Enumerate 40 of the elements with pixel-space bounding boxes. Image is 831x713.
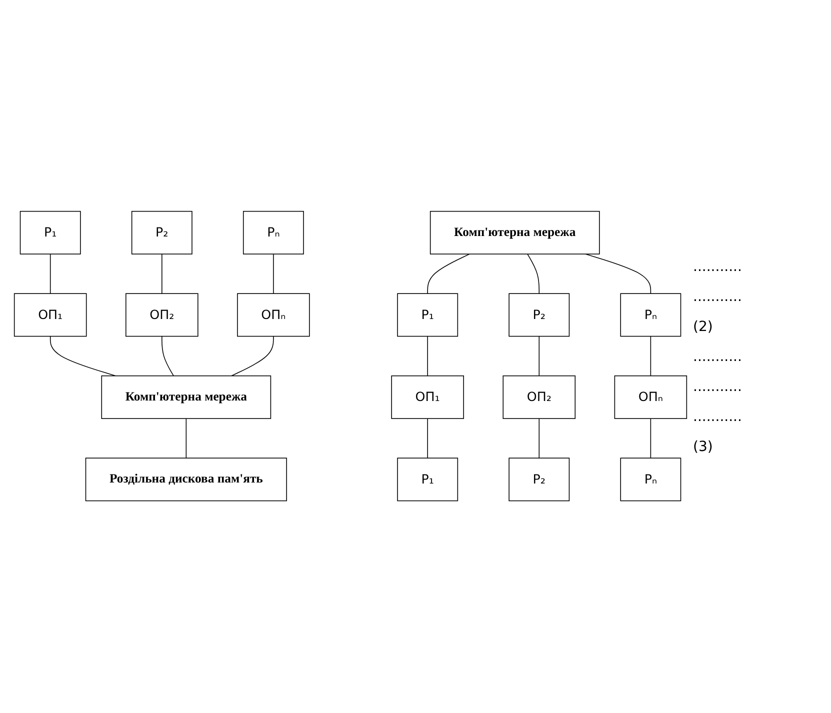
note-text: ...........: [693, 258, 743, 274]
node-box: Pₙ: [242, 211, 304, 255]
connector: [273, 254, 274, 294]
connector: [650, 418, 652, 459]
node-box: P₁: [397, 294, 458, 338]
connector: [427, 254, 470, 294]
note-text: ...........: [693, 378, 743, 394]
node-box: ОП₂: [502, 376, 576, 420]
connector: [527, 254, 540, 294]
connector: [538, 418, 540, 459]
connector: [650, 336, 652, 377]
note-text: ...........: [693, 288, 743, 304]
node-box: ОП₂: [126, 294, 198, 338]
node-box: ОП₁: [391, 376, 464, 420]
connector: [427, 336, 428, 377]
node-box: Комп'ютерна мережа: [101, 376, 272, 420]
node-box: ОПₙ: [614, 376, 688, 420]
connector: [50, 254, 51, 294]
node-box: P₁: [20, 211, 81, 255]
node-box: P₁: [397, 458, 458, 502]
connector: [538, 336, 540, 377]
connector: [186, 418, 187, 459]
node-box: P₂: [131, 211, 192, 255]
node-box: ОПₙ: [237, 294, 310, 338]
node-box: Комп'ютерна мережа: [430, 211, 600, 255]
note-text: ...........: [693, 408, 743, 424]
connector: [162, 336, 174, 377]
node-box: P₂: [508, 458, 570, 502]
connector: [50, 336, 116, 377]
connector: [231, 336, 274, 377]
node-box: Pₙ: [620, 458, 682, 502]
node-box: Pₙ: [620, 294, 682, 338]
node-box: Роздільна дискова пам'ять: [85, 458, 287, 502]
connector: [427, 418, 428, 459]
note-text: ...........: [693, 348, 743, 364]
note-text: (2): [693, 318, 714, 334]
connector: [584, 254, 652, 294]
node-box: P₂: [508, 294, 570, 338]
node-box: ОП₁: [14, 294, 87, 338]
note-text: (3): [693, 438, 714, 454]
